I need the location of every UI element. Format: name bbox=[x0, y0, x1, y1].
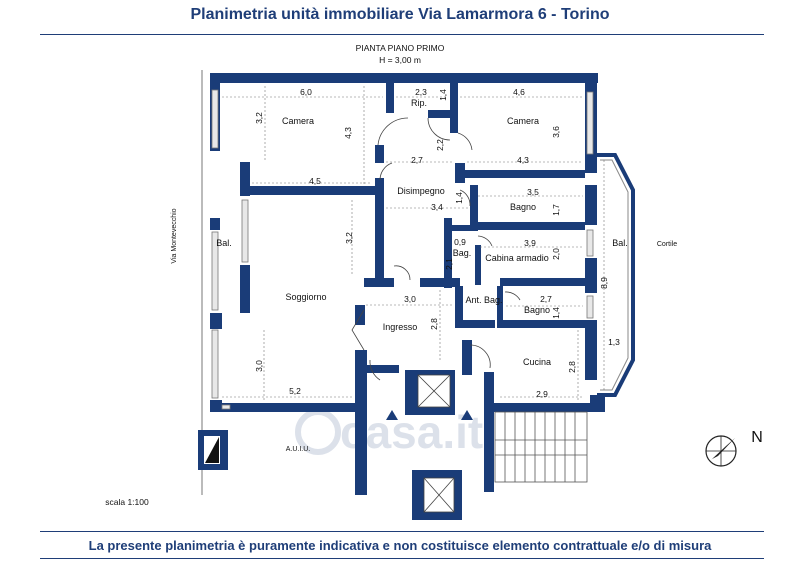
room-anti-bagno: Ant. Bag. bbox=[465, 295, 502, 305]
dim-label: 3,6 bbox=[551, 126, 561, 138]
dim-label: 0,9 bbox=[454, 237, 466, 247]
title-divider bbox=[40, 34, 764, 35]
room-ripostiglio: Rip. bbox=[411, 98, 427, 108]
room-balcone-right: Bal. bbox=[612, 238, 628, 248]
dim-label: 4,5 bbox=[309, 176, 321, 186]
page-title: Planimetria unità immobiliare Via Lamarm… bbox=[190, 6, 610, 23]
dim-label: 4,6 bbox=[513, 87, 525, 97]
floor-label: PIANTA PIANO PRIMO bbox=[356, 43, 445, 53]
dim-label: 2,9 bbox=[536, 389, 548, 399]
dim-label: 3,5 bbox=[527, 187, 539, 197]
dimension-lines bbox=[222, 86, 605, 400]
room-balcone-left: Bal. bbox=[216, 238, 232, 248]
windows bbox=[211, 89, 594, 410]
dim-label: 3,9 bbox=[524, 238, 536, 248]
dim-label: 3,2 bbox=[254, 112, 264, 124]
room-cabina-armadio: Cabina armadio bbox=[485, 253, 549, 263]
dim-label: 1,4 bbox=[438, 89, 448, 101]
dim-label: 2,7 bbox=[540, 294, 552, 304]
scale-label: scala 1:100 bbox=[105, 497, 149, 507]
footer-divider bbox=[40, 531, 764, 532]
room-camera-left: Camera bbox=[282, 116, 314, 126]
dim-label: 4,3 bbox=[343, 127, 353, 139]
room-bagno-small: Bag. bbox=[453, 248, 472, 258]
dim-label: 2,8 bbox=[567, 361, 577, 373]
balcony-right-outline bbox=[597, 153, 635, 397]
dim-label: 3,0 bbox=[254, 360, 264, 372]
footer-bottom-divider bbox=[40, 558, 764, 559]
north-compass-icon bbox=[705, 435, 737, 467]
dim-label: 2,0 bbox=[551, 248, 561, 260]
dim-label: 2,8 bbox=[429, 318, 439, 330]
courtyard-label: Cortile bbox=[657, 241, 677, 248]
dim-label: 1,4 bbox=[551, 307, 561, 319]
elevator-shafts bbox=[417, 374, 455, 513]
north-label: N bbox=[751, 429, 763, 446]
dim-label: 1,4 bbox=[454, 192, 464, 204]
dim-label: 4,3 bbox=[517, 155, 529, 165]
room-bagno-top: Bagno bbox=[510, 202, 536, 212]
street-label: Via Montevecchio bbox=[171, 208, 178, 263]
dim-label: 2,1 bbox=[444, 258, 454, 270]
room-soggiorno: Soggiorno bbox=[285, 292, 326, 302]
dim-label: 3,4 bbox=[431, 202, 443, 212]
dim-label: 2,3 bbox=[415, 87, 427, 97]
room-cucina: Cucina bbox=[523, 357, 551, 367]
dim-label: 1,3 bbox=[608, 337, 620, 347]
dim-label: 8,9 bbox=[599, 277, 609, 289]
height-label: H = 3,00 m bbox=[379, 55, 421, 65]
room-camera-right: Camera bbox=[507, 116, 539, 126]
door-swings bbox=[351, 117, 521, 381]
floor-plan: casa.it bbox=[105, 43, 763, 520]
room-disimpegno: Disimpegno bbox=[397, 186, 445, 196]
stairs bbox=[494, 411, 588, 483]
other-unit-label: A.U.I.U. bbox=[286, 446, 311, 453]
dim-label: 2,2 bbox=[435, 139, 445, 151]
dim-label: 5,2 bbox=[289, 386, 301, 396]
dim-label: 3,0 bbox=[404, 294, 416, 304]
dim-label: 1,7 bbox=[551, 204, 561, 216]
dim-label: 3,2 bbox=[344, 232, 354, 244]
room-bagno-mid: Bagno bbox=[524, 305, 550, 315]
dim-label: 2,7 bbox=[411, 155, 423, 165]
entrance-arrow-icon bbox=[386, 410, 398, 420]
dim-label: 6,0 bbox=[300, 87, 312, 97]
entrance-arrow-icon bbox=[461, 410, 473, 420]
disclaimer: La presente planimetria è puramente indi… bbox=[88, 538, 712, 553]
room-ingresso: Ingresso bbox=[383, 322, 418, 332]
